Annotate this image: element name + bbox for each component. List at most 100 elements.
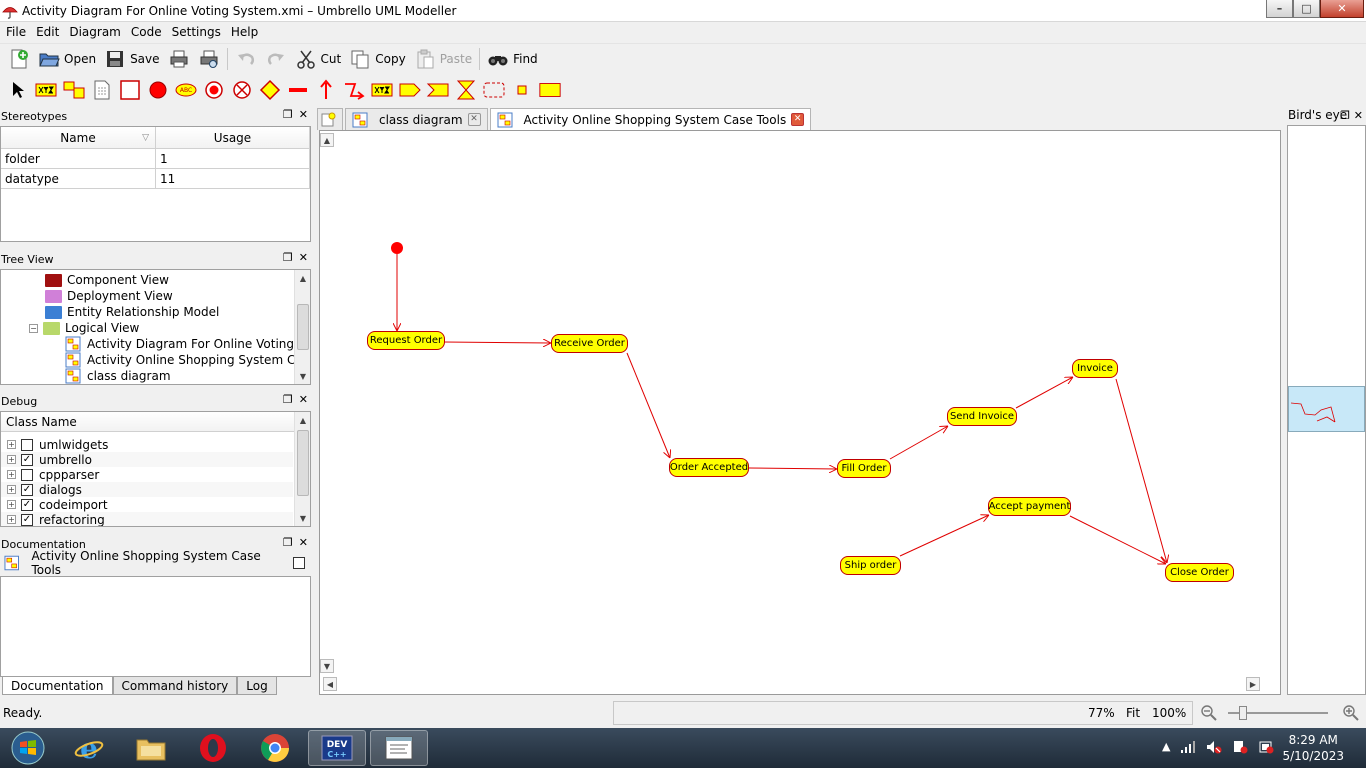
new-button[interactable] <box>4 46 34 72</box>
debug-scrollbar[interactable]: ▲ ▼ <box>294 412 310 526</box>
tree-item-component-view[interactable]: Component View <box>45 272 169 288</box>
scroll-up-icon[interactable]: ▲ <box>299 415 307 425</box>
maximize-button[interactable]: □ <box>1293 0 1320 18</box>
expand-icon[interactable]: + <box>7 515 16 524</box>
transition-edge[interactable] <box>889 426 948 460</box>
fork-tool[interactable] <box>286 78 310 102</box>
menu-file[interactable]: File <box>6 25 27 39</box>
close-tab-icon[interactable]: ✕ <box>791 113 805 126</box>
tab-documentation[interactable]: Documentation <box>2 677 113 695</box>
transition-tool[interactable] <box>314 78 338 102</box>
debug-row[interactable]: +✓refactoring <box>1 512 293 526</box>
final-flow-tool[interactable] <box>230 78 254 102</box>
close-icon[interactable]: ✕ <box>298 536 308 549</box>
tree-item-entity-relationship[interactable]: Entity Relationship Model <box>45 304 219 320</box>
transition-edge[interactable] <box>1115 378 1167 563</box>
transition-edge[interactable] <box>899 515 989 557</box>
box-outline-tool[interactable] <box>118 78 142 102</box>
start-button[interactable] <box>0 730 56 766</box>
taskbar-internet-explorer[interactable]: e <box>60 730 118 766</box>
tree-item-deployment-view[interactable]: Deployment View <box>45 288 173 304</box>
debug-row[interactable]: +umlwidgets <box>1 437 293 452</box>
paste-button[interactable]: Paste <box>410 46 476 72</box>
slider-handle[interactable] <box>1239 706 1247 720</box>
select-tool[interactable] <box>6 78 30 102</box>
show-hidden-icons[interactable]: ▲ <box>1162 740 1171 753</box>
menu-help[interactable]: Help <box>230 25 259 39</box>
open-button[interactable]: Open <box>34 46 100 72</box>
menu-edit[interactable]: Edit <box>36 25 60 39</box>
state-ship-order[interactable]: Ship order <box>840 556 901 575</box>
cut-button[interactable]: Cut <box>291 46 346 72</box>
print-button[interactable] <box>164 46 194 72</box>
debug-row[interactable]: +✓dialogs <box>1 482 293 497</box>
birds-eye-viewport[interactable] <box>1288 386 1365 432</box>
debug-checkbox[interactable] <box>21 468 33 481</box>
expand-icon[interactable]: + <box>7 455 16 464</box>
region-tool[interactable] <box>482 78 506 102</box>
debug-row[interactable]: +✓umbrello <box>1 452 293 467</box>
scroll-right-icon[interactable]: ▶ <box>1246 677 1260 691</box>
column-name[interactable]: Name ▽ <box>1 127 156 148</box>
birds-eye-view[interactable] <box>1287 125 1366 695</box>
close-icon[interactable]: ✕ <box>1353 108 1363 122</box>
tab-activity-shopping[interactable]: Activity Online Shopping System Case Too… <box>489 108 812 130</box>
send-signal-tool[interactable] <box>398 78 422 102</box>
state-order-accepted[interactable]: Order Accepted <box>669 458 749 477</box>
float-icon[interactable]: ❐ <box>282 108 293 121</box>
float-icon[interactable]: ❐ <box>1340 108 1350 122</box>
volume-muted-icon[interactable] <box>1206 740 1222 754</box>
scroll-down-icon[interactable]: ▼ <box>299 371 307 381</box>
redo-button[interactable] <box>261 46 291 72</box>
fit-button[interactable]: Fit <box>1126 706 1141 720</box>
debug-checkbox[interactable]: ✓ <box>21 498 33 511</box>
taskbar-file-explorer[interactable] <box>122 730 180 766</box>
state-request-order[interactable]: Request Order <box>367 331 445 350</box>
activity-tool[interactable]: ABC <box>174 78 198 102</box>
transition-edge[interactable] <box>1069 515 1166 564</box>
taskbar-umbrello[interactable] <box>370 730 428 766</box>
object-node-tool[interactable] <box>370 78 394 102</box>
print-preview-button[interactable] <box>194 46 224 72</box>
tree-item-activity-shopping[interactable]: Activity Online Shopping System Ca... <box>65 352 310 368</box>
collapse-icon[interactable]: − <box>29 323 38 333</box>
table-row[interactable]: datatype 11 <box>1 169 310 189</box>
menu-settings[interactable]: Settings <box>171 25 221 39</box>
tree-scrollbar[interactable]: ▲ ▼ <box>294 270 310 384</box>
debug-checkbox[interactable]: ✓ <box>21 513 33 526</box>
partition-tool[interactable] <box>538 78 562 102</box>
initial-node[interactable] <box>391 242 403 254</box>
find-button[interactable]: Find <box>483 46 542 72</box>
float-icon[interactable]: ❐ <box>282 393 293 406</box>
zoom-in-button[interactable] <box>1342 701 1360 725</box>
close-icon[interactable]: ✕ <box>298 393 308 406</box>
pin-tool[interactable] <box>510 78 534 102</box>
close-button[interactable]: ✕ <box>1320 0 1364 18</box>
scroll-down-icon[interactable]: ▼ <box>299 513 307 523</box>
state-close-order[interactable]: Close Order <box>1165 563 1234 582</box>
diagram-canvas[interactable]: Request Order Receive Order Order Accept… <box>319 130 1281 695</box>
expand-icon[interactable]: + <box>7 440 16 449</box>
accept-signal-tool[interactable] <box>426 78 450 102</box>
state-send-invoice[interactable]: Send Invoice <box>947 407 1017 426</box>
float-icon[interactable]: ❐ <box>282 251 293 264</box>
state-fill-order[interactable]: Fill Order <box>837 459 891 478</box>
menu-code[interactable]: Code <box>130 25 162 39</box>
float-icon[interactable]: ❐ <box>282 536 293 549</box>
state-receive-order[interactable]: Receive Order <box>551 334 628 353</box>
battery-icon[interactable] <box>1258 740 1274 754</box>
scroll-up-icon[interactable]: ▲ <box>320 133 334 147</box>
expand-icon[interactable]: + <box>7 485 16 494</box>
scroll-left-icon[interactable]: ◀ <box>323 677 337 691</box>
menu-diagram[interactable]: Diagram <box>69 25 121 39</box>
tab-class-diagram[interactable]: class diagram ✕ <box>345 108 488 130</box>
debug-header[interactable]: Class Name <box>1 412 310 432</box>
documentation-textarea[interactable] <box>0 576 311 677</box>
transition-edge[interactable] <box>1015 377 1073 409</box>
zoom-out-button[interactable] <box>1200 701 1218 725</box>
tab-command-history[interactable]: Command history <box>112 677 238 695</box>
text-line-tool[interactable] <box>34 78 58 102</box>
note-tool[interactable] <box>90 78 114 102</box>
debug-checkbox[interactable]: ✓ <box>21 453 33 466</box>
